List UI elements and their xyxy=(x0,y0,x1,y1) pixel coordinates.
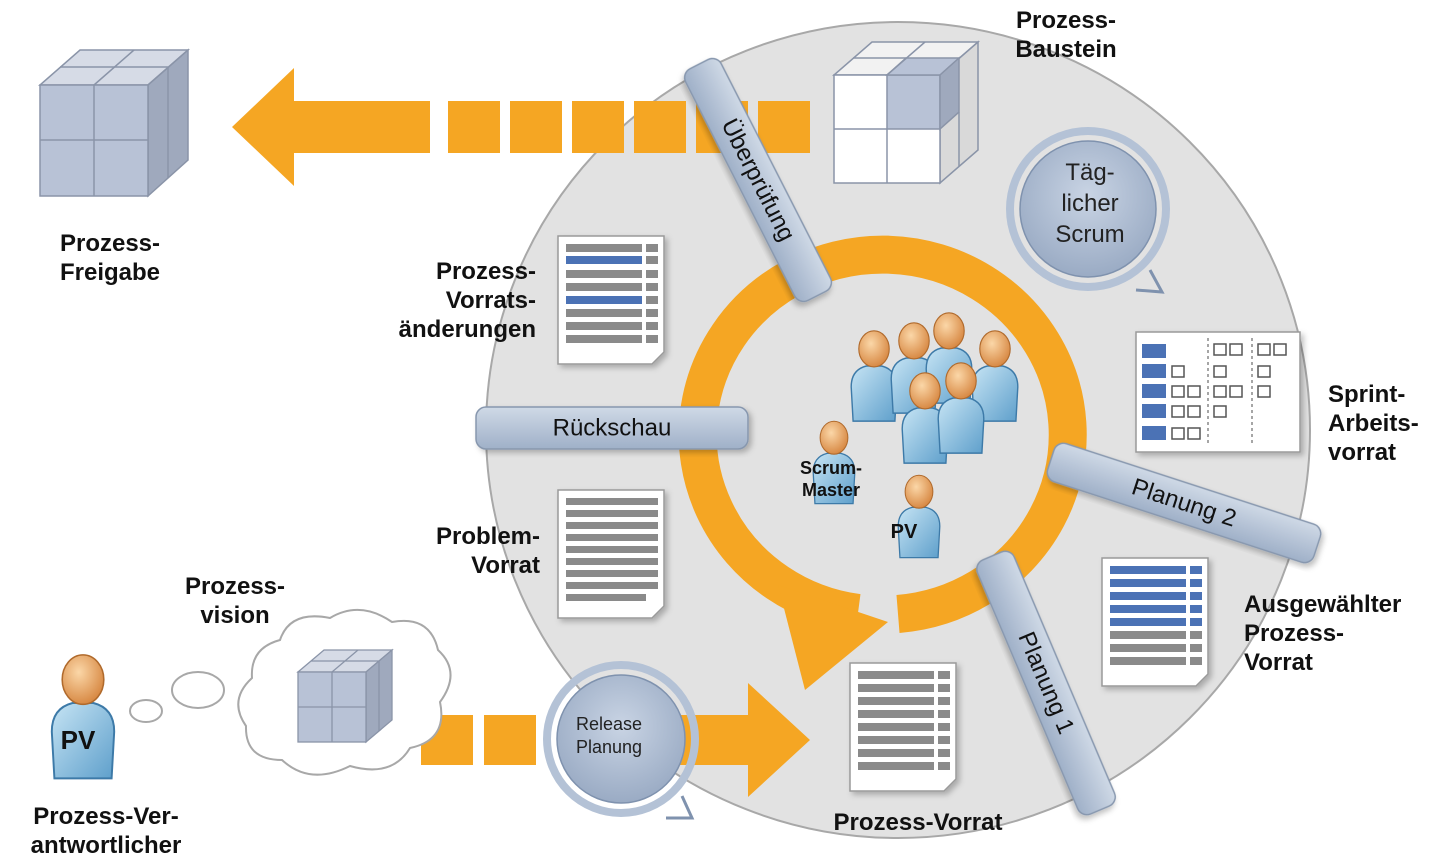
outer-product-owner-person-icon xyxy=(50,653,116,780)
release-planning-label-1: Release xyxy=(576,714,642,734)
selected-backlog-label-line3: Vorrat xyxy=(1244,649,1313,676)
problem-backlog-label: Problem- Vorrat xyxy=(396,522,540,580)
selected-backlog-label-line1: Ausgewählter xyxy=(1244,591,1402,618)
problem-backlog-label-line2: Vorrat xyxy=(471,552,540,579)
retrospective-bar xyxy=(475,406,749,450)
backlog-changes-label-line3: änderungen xyxy=(398,316,536,343)
problem-backlog-label-line1: Problem- xyxy=(435,523,540,550)
process-building-block-label-line2: Baustein xyxy=(1015,36,1117,63)
sprint-cycle-arrow xyxy=(678,235,1087,690)
daily-scrum-label-1: Täg- xyxy=(1065,159,1114,186)
process-owner-label-line1: Prozess-Ver- xyxy=(33,803,179,830)
release-arrow xyxy=(232,68,810,186)
process-backlog-label: Prozess-Vorrat xyxy=(808,808,1028,837)
process-building-block-label-line1: Prozess- xyxy=(1015,7,1117,34)
process-backlog-label-line1: Prozess-Vorrat xyxy=(833,809,1003,836)
review-bar xyxy=(683,57,833,303)
backlog-changes-document-icon xyxy=(557,235,665,365)
retrospective-bar-label: Rückschau xyxy=(553,415,672,442)
sprint-backlog-label-line2: Arbeits- xyxy=(1328,410,1419,437)
process-release-label-line1: Prozess- xyxy=(59,230,161,257)
process-owner-label: Prozess-Ver- antwortlicher xyxy=(6,802,206,860)
inner-po-label: PV xyxy=(891,521,918,543)
daily-scrum-cycle xyxy=(1006,127,1170,294)
selected-backlog-label: Ausgewählter Prozess- Vorrat xyxy=(1244,590,1434,677)
process-vision-label-line2: vision xyxy=(200,602,270,629)
process-vision-cube-icon xyxy=(296,648,394,744)
process-release-label-line2: Freigabe xyxy=(59,259,161,286)
backlog-changes-label-line1: Prozess- xyxy=(435,258,536,285)
daily-scrum-label-3: Scrum xyxy=(1055,221,1124,248)
daily-scrum-label-2: licher xyxy=(1061,190,1118,217)
release-planning-cycle xyxy=(543,661,699,820)
backlog-changes-label-line2: Vorrats- xyxy=(445,287,536,314)
planning1-bar xyxy=(976,550,1116,816)
process-vision-label: Prozess- vision xyxy=(160,572,310,630)
scrum-master-label-2: Master xyxy=(802,480,860,500)
planning2-bar xyxy=(1046,442,1322,564)
process-owner-label-line2: antwortlicher xyxy=(30,832,182,859)
release-planning-label-2: Planung xyxy=(576,737,642,757)
process-release-label: Prozess- Freigabe xyxy=(40,229,180,287)
sprint-backlog-label-line3: vorrat xyxy=(1328,439,1397,466)
problem-backlog-document-icon xyxy=(557,489,665,619)
process-building-block-label: Prozess- Baustein xyxy=(996,6,1136,64)
backlog-changes-label: Prozess- Vorrats- änderungen xyxy=(360,257,536,344)
vision-thought-cloud xyxy=(129,608,452,776)
scrum-master-label-1: Scrum- xyxy=(800,458,862,478)
process-backlog-document-icon xyxy=(849,662,957,792)
process-building-block-cube-icon xyxy=(831,40,981,185)
process-release-cube-icon xyxy=(38,48,190,198)
selected-backlog-label-line2: Prozess- xyxy=(1244,620,1345,647)
sprint-backlog-label-line1: Sprint- xyxy=(1328,381,1406,408)
sprint-backlog-board-icon xyxy=(1135,331,1301,453)
sprint-backlog-label: Sprint- Arbeits- vorrat xyxy=(1328,380,1438,467)
selected-backlog-document-icon xyxy=(1101,557,1209,687)
outer-po-label: PV xyxy=(61,725,96,755)
process-vision-label-line1: Prozess- xyxy=(184,573,286,600)
